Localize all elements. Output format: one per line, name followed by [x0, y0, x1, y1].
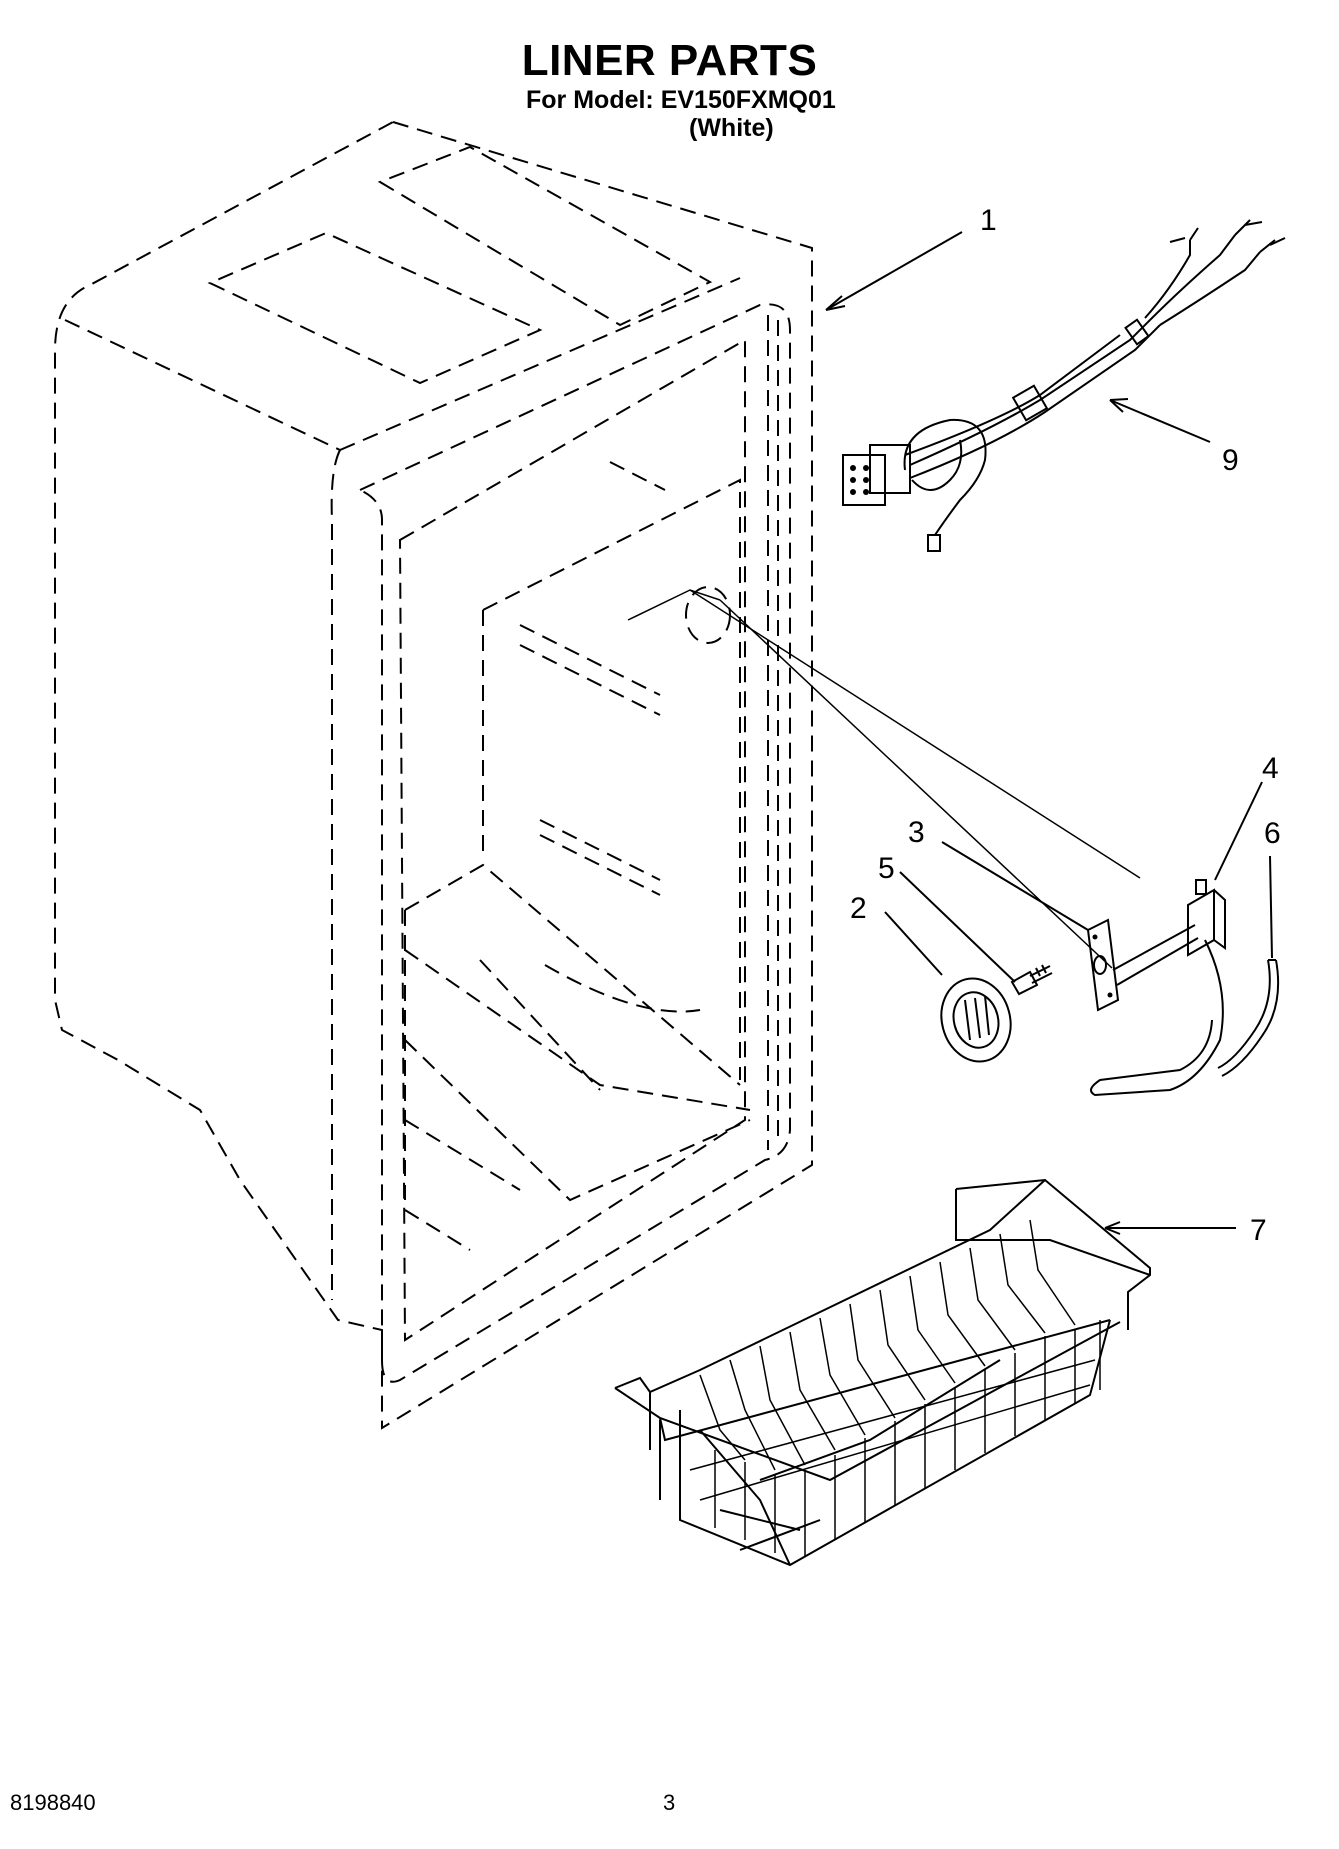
- callout-4: 4: [1262, 752, 1279, 785]
- cabinet-liner: [54, 120, 813, 1430]
- callout-6: 6: [1264, 817, 1281, 850]
- plate-part: [1086, 918, 1120, 1012]
- screw-part: [1010, 964, 1053, 996]
- thermostat-part: [1090, 879, 1226, 1097]
- model-line: For Model: EV150FXMQ01: [526, 86, 836, 114]
- callout-5: 5: [878, 852, 895, 885]
- callout-7: 7: [1250, 1214, 1267, 1247]
- callout-1: 1: [980, 204, 997, 237]
- callout-2: 2: [850, 892, 867, 925]
- callout-9: 9: [1222, 444, 1239, 477]
- wire-basket-part: [614, 1178, 1151, 1567]
- knob-part: [940, 977, 1012, 1063]
- tube-part: [1217, 959, 1280, 1077]
- page-number: 3: [663, 1790, 676, 1815]
- leader-lines: [689, 231, 1273, 1235]
- color-line: (White): [689, 114, 774, 142]
- page-title: LINER PARTS: [521, 36, 818, 85]
- wire-harness-part: [842, 219, 1286, 552]
- callout-3: 3: [908, 816, 925, 849]
- doc-number: 8198840: [10, 1790, 96, 1815]
